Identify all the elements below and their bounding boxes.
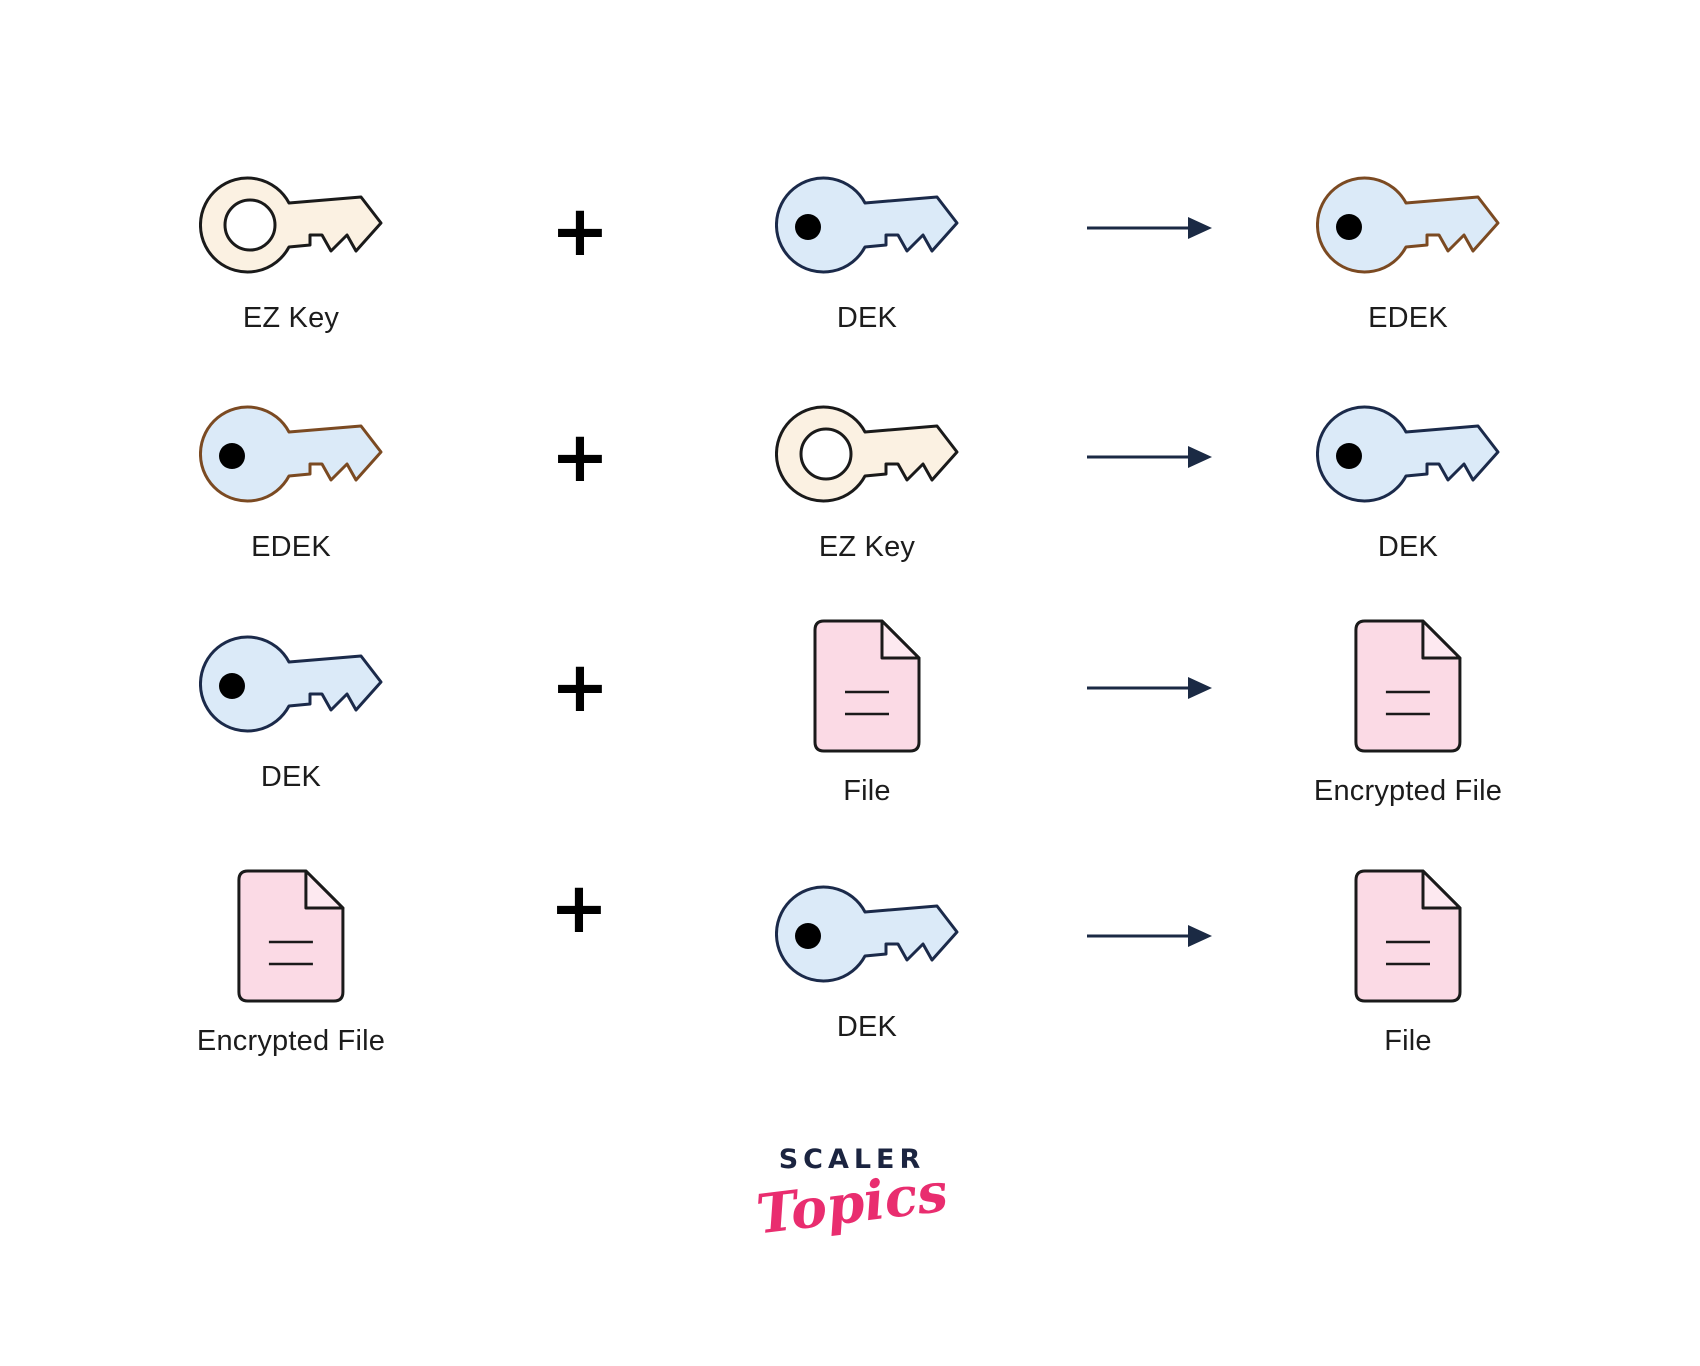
key-hole: [223, 198, 277, 252]
folded-corner: [1421, 619, 1462, 660]
row2-edek-key-item: EDEK: [199, 403, 383, 564]
item-label: DEK: [260, 761, 322, 793]
right-arrow-icon: [1087, 446, 1212, 468]
file-icon: [813, 619, 921, 753]
key-dot: [795, 923, 821, 949]
plus-operator: +: [549, 867, 609, 949]
item-label: EDEK: [251, 531, 331, 563]
plus-operator: +: [550, 416, 610, 498]
plus-operator: +: [550, 646, 610, 728]
dek-key-icon: [1316, 405, 1500, 503]
folded-corner: [880, 619, 921, 660]
row1-dek-key-item: DEK: [775, 174, 959, 335]
dek-key-icon: [199, 635, 383, 733]
ez-key-icon: [775, 405, 959, 503]
right-arrow-icon: [1087, 925, 1212, 947]
folded-corner: [1421, 869, 1462, 910]
item-label: EDEK: [1368, 302, 1448, 334]
row3-encrypted-file-item: Encrypted File: [1314, 619, 1502, 808]
plus-operator: +: [550, 190, 610, 272]
key-dot: [1336, 214, 1362, 240]
dek-key-icon: [775, 176, 959, 274]
item-label: DEK: [836, 1011, 898, 1043]
file-icon: [1354, 619, 1462, 753]
key-dot: [1336, 443, 1362, 469]
item-label: EZ Key: [818, 531, 916, 563]
item-label: EZ Key: [242, 302, 340, 334]
item-label: DEK: [836, 302, 898, 334]
row4-dek-key-item: DEK: [775, 883, 959, 1044]
edek-key-icon: [1316, 176, 1500, 274]
item-label: Encrypted File: [1313, 775, 1503, 807]
key-dot: [795, 214, 821, 240]
file-icon: [237, 869, 345, 1003]
row3-file-item: File: [812, 619, 922, 808]
item-label: Encrypted File: [196, 1025, 386, 1057]
item-label: DEK: [1377, 531, 1439, 563]
item-label: File: [1384, 1025, 1432, 1057]
item-label: File: [843, 775, 891, 807]
file-icon: [1354, 869, 1462, 1003]
key-dot: [219, 673, 245, 699]
ez-key-icon: [199, 176, 383, 274]
row4-file-item: File: [1353, 869, 1463, 1058]
dek-key-icon: [775, 885, 959, 983]
right-arrow-icon: [1087, 677, 1212, 699]
right-arrow-icon: [1087, 217, 1212, 239]
key-hole: [799, 427, 853, 481]
row2-dek-key-item: DEK: [1316, 403, 1500, 564]
scaler-topics-logo: SCALER Topics: [753, 1144, 951, 1246]
row3-dek-key-item: DEK: [199, 633, 383, 794]
folded-corner: [304, 869, 345, 910]
row1-ez-key-item: EZ Key: [199, 174, 383, 335]
logo-text-scaler: SCALER: [778, 1144, 926, 1175]
key-dot: [219, 443, 245, 469]
row4-encrypted-file-item: Encrypted File: [197, 869, 385, 1058]
row1-edek-key-item: EDEK: [1316, 174, 1500, 335]
row2-ez-key-item: EZ Key: [775, 403, 959, 564]
edek-key-icon: [199, 405, 383, 503]
